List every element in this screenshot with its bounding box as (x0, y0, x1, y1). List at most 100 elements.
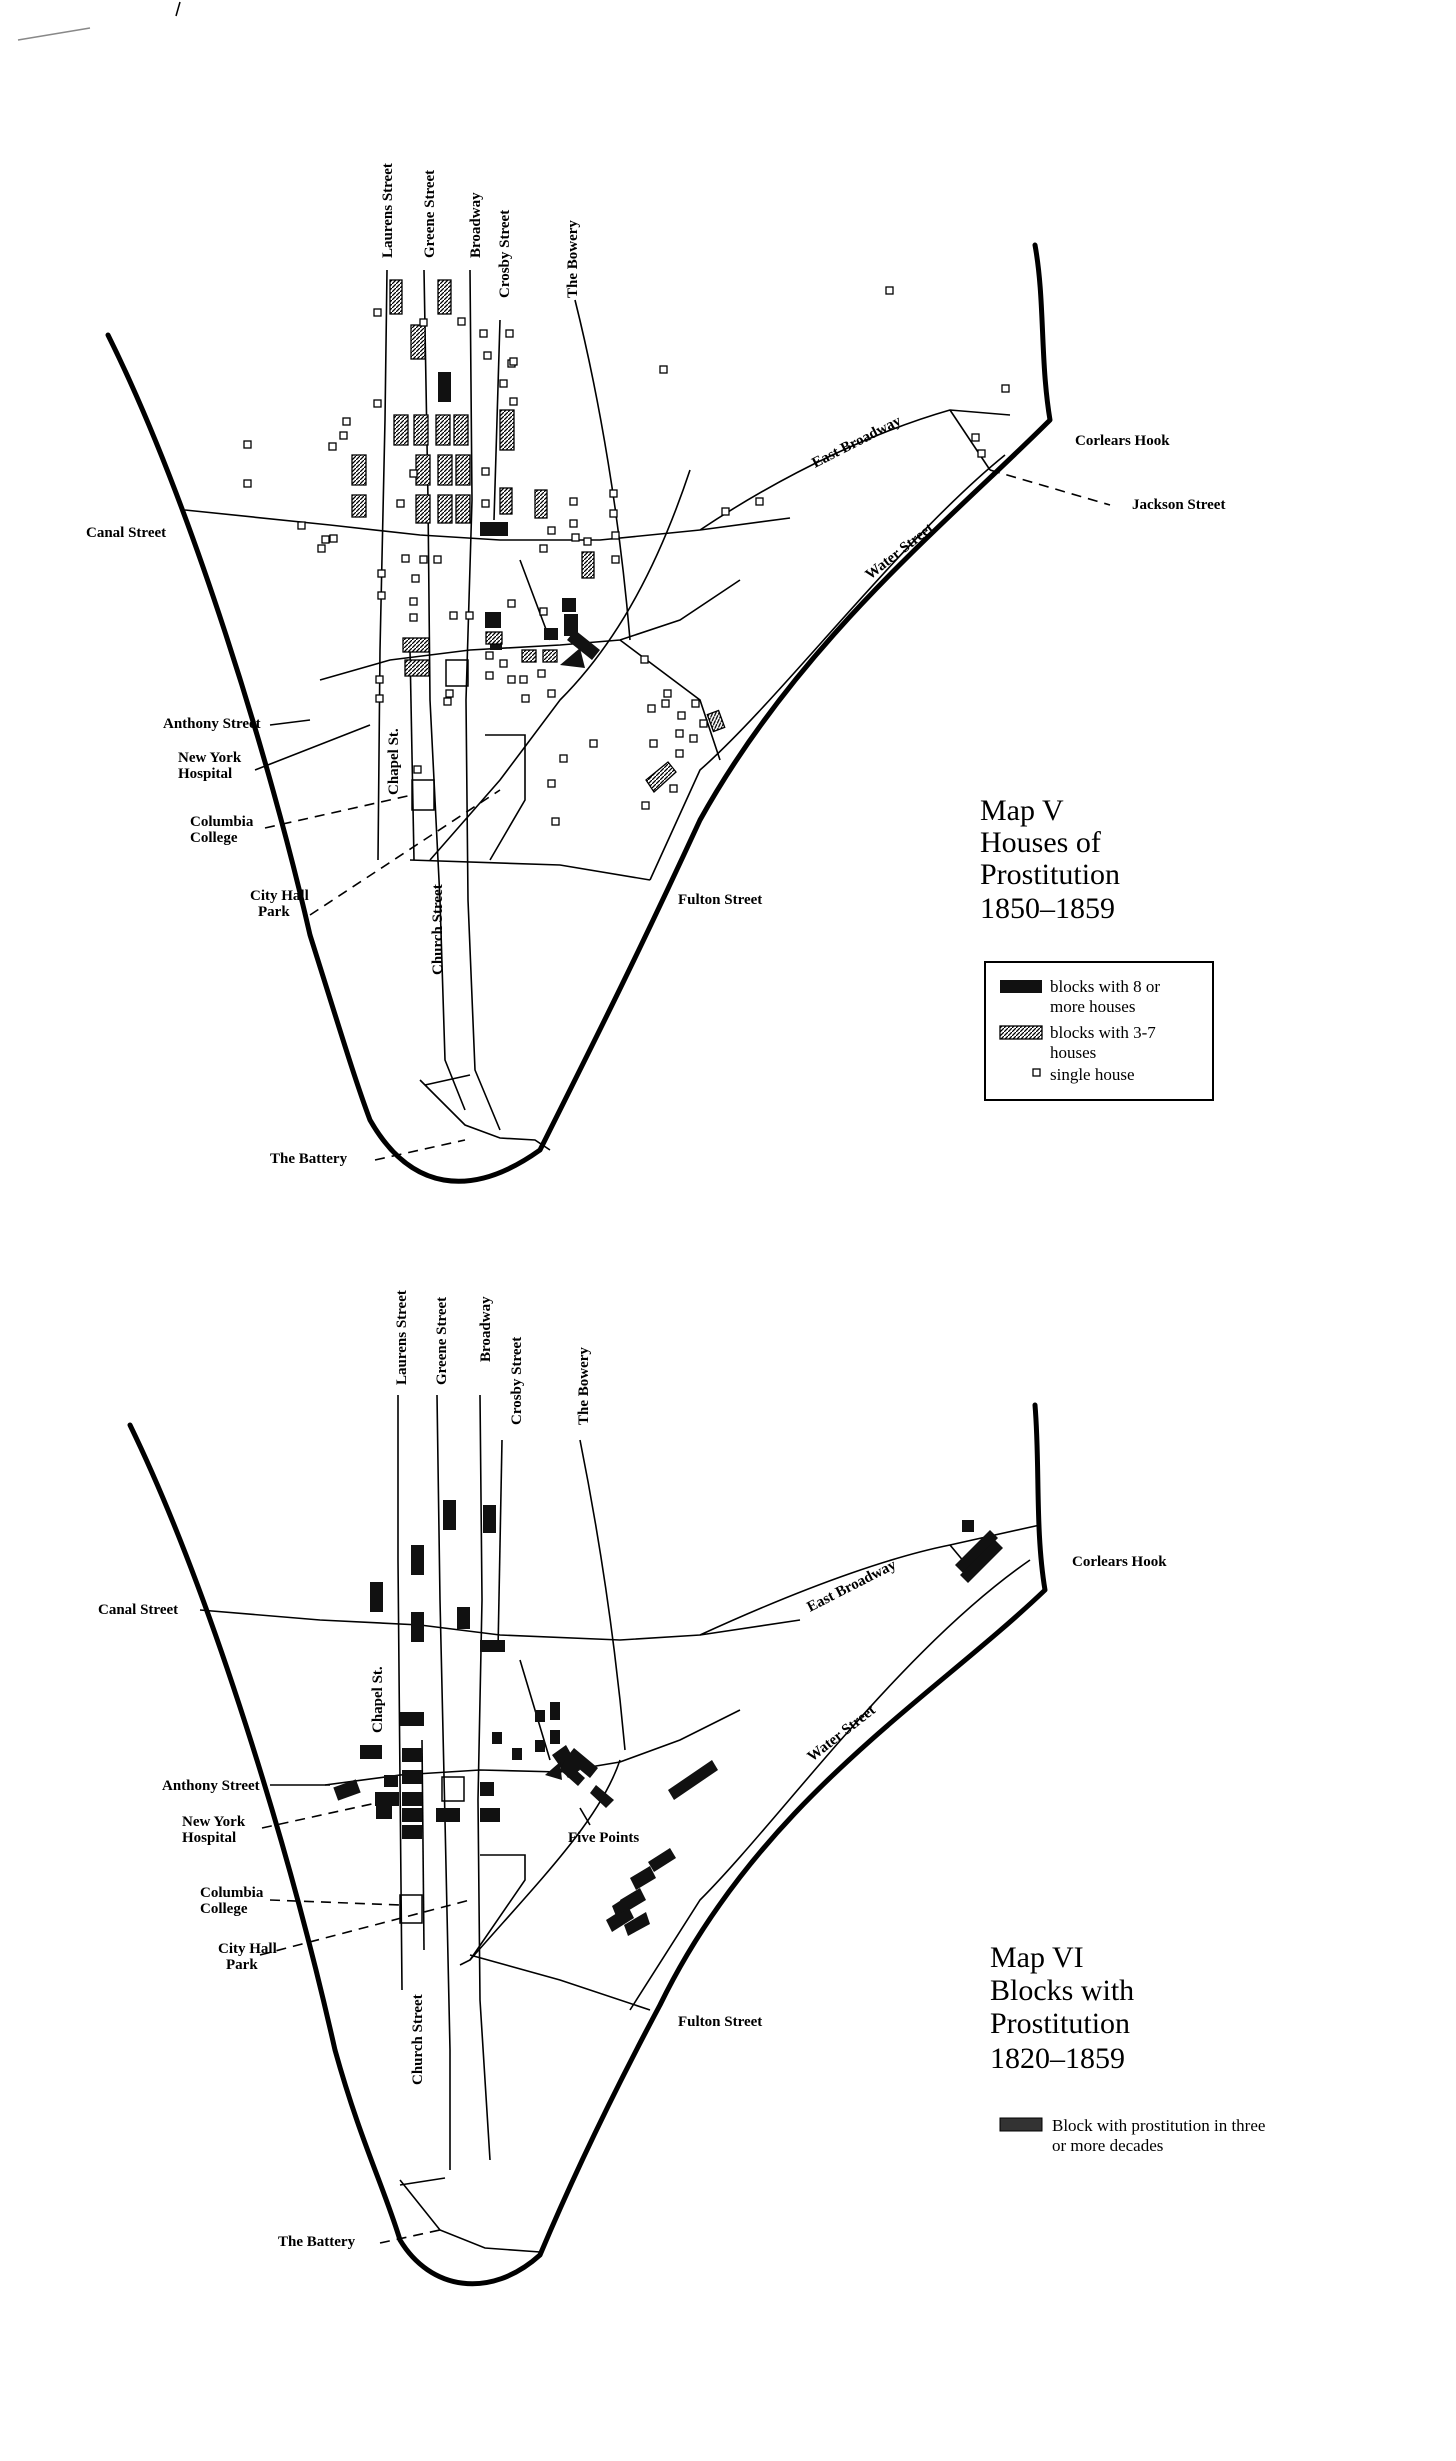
legend-single-label: single house (1050, 1065, 1135, 1084)
city-hall-park-outline (469, 1854, 526, 1961)
block-hatched (415, 454, 431, 486)
legend-hatch-swatch (999, 1025, 1043, 1040)
battery-street (399, 2179, 541, 2253)
map-v-label-laurens: Laurens Street (380, 163, 396, 258)
map-vi-title-2: Blocks with (990, 1974, 1134, 2007)
map-vi-coastline (127, 1402, 1048, 2287)
map-vi-label-cityhall-1: City Hall (218, 1941, 277, 1957)
block (402, 1825, 422, 1839)
map-vi-title-4: 1820–1859 (990, 2042, 1125, 2075)
block (590, 1785, 614, 1808)
map-v-label-water: Water Street (863, 520, 937, 583)
block (606, 1906, 634, 1932)
block-hatched (437, 494, 453, 524)
park-row-line (469, 1954, 651, 2011)
block (560, 1760, 585, 1786)
block-hatched (351, 494, 367, 518)
hospital-pointer (254, 724, 371, 771)
map-vi-label-laurens: Laurens Street (394, 1290, 410, 1385)
map-vi-blocks (333, 1500, 1003, 1936)
crosby-street-line (497, 1439, 503, 1651)
block-hatched (435, 414, 451, 446)
map-v-label-jackson: Jackson Street (1132, 497, 1225, 513)
block (436, 1808, 460, 1822)
map-vi-label-corlears: Corlears Hook (1072, 1554, 1167, 1570)
map-v-label-crosby: Crosby Street (497, 210, 513, 298)
block-hatched (415, 494, 431, 524)
block (480, 1782, 494, 1796)
map-vi-legend: Block with prostitution in three or more… (999, 2116, 1265, 2155)
block (376, 1805, 392, 1819)
east-broadway-line (699, 1524, 1041, 1636)
block (402, 1808, 422, 1822)
legend-dark-swatch (1000, 980, 1042, 993)
block-hatched (521, 649, 537, 663)
map-v-label-hospital-1: New York (178, 750, 242, 766)
college-building (399, 1894, 423, 1924)
map-vi-label-columbia-1: Columbia (200, 1885, 264, 1901)
block-hatched (581, 551, 595, 579)
block (384, 1775, 398, 1787)
diagonal-street (429, 469, 691, 861)
block (457, 1607, 470, 1629)
legend-frame (984, 961, 1214, 1101)
block-hatched (455, 454, 471, 486)
map-v-dark-blocks (438, 372, 600, 668)
battery-street (424, 1074, 471, 1086)
map-vi-label-five-points: Five Points (568, 1830, 639, 1846)
broadway-line (465, 269, 501, 1131)
block (333, 1779, 361, 1801)
map-v-label-chapel: Chapel St. (386, 728, 402, 795)
map-v-label-greene: Greene Street (422, 170, 438, 258)
map-v-title-3: Prostitution (980, 858, 1120, 891)
block (402, 1792, 422, 1806)
block-hatched (389, 279, 403, 315)
columbia-pointer (269, 1899, 401, 1906)
water-street-line (649, 454, 1006, 881)
legend-hatch-label-1: blocks with 3-7 (1050, 1023, 1156, 1042)
map-v-label-hospital-2: Hospital (178, 766, 232, 782)
chapel-street-line (421, 1739, 425, 1951)
city-hall-pointer (309, 789, 501, 916)
anthony-street-line (319, 579, 741, 681)
legend-dark-label-1: blocks with 8 or (1050, 977, 1160, 996)
map-vi-label-east-broadway: East Broadway (805, 1557, 900, 1616)
crosby-street-line (493, 319, 501, 521)
map-v-label-canal: Canal Street (86, 525, 166, 541)
park-row-line (409, 859, 651, 881)
block-hatched (485, 631, 503, 645)
block (360, 1745, 382, 1759)
block (480, 1808, 500, 1822)
block (400, 1712, 424, 1726)
block (480, 1640, 505, 1652)
map-v-title-1: Map V (980, 794, 1064, 827)
block (483, 1505, 496, 1533)
block-dark (560, 648, 585, 668)
block (960, 1540, 1003, 1583)
block-hatched (410, 324, 426, 360)
block (443, 1500, 456, 1530)
block-dark (485, 612, 501, 628)
anthony-street-line (324, 1709, 741, 1786)
legend-block-label-1: Block with prostitution in three (1052, 2116, 1265, 2135)
hospital-building (441, 1776, 465, 1802)
map-vi-label-chapel: Chapel St. (370, 1666, 386, 1733)
block-hatched (455, 494, 471, 524)
map-v-label-columbia-2: College (190, 830, 238, 846)
east-broadway-line (699, 409, 1011, 531)
map-v-coastline (105, 242, 1053, 1184)
anthony-pointer (269, 719, 311, 726)
map-vi-label-bowery: The Bowery (576, 1347, 592, 1425)
map-v-single-houses (243, 286, 1010, 826)
block-dark (567, 630, 600, 660)
map-v-label-corlears: Corlears Hook (1075, 433, 1170, 449)
bowery-line (574, 299, 631, 641)
map-vi-label-columbia-2: College (200, 1901, 248, 1917)
map-v-label-anthony: Anthony Street (163, 716, 261, 732)
legend-block-label-2: or more decades (1052, 2136, 1163, 2155)
map-vi-label-cityhall-2: Park (226, 1957, 258, 1973)
block (545, 1762, 562, 1780)
laurens-street-line (377, 269, 388, 861)
map-v-label-cityhall-1: City Hall (250, 888, 309, 904)
block-hatched (534, 489, 548, 519)
